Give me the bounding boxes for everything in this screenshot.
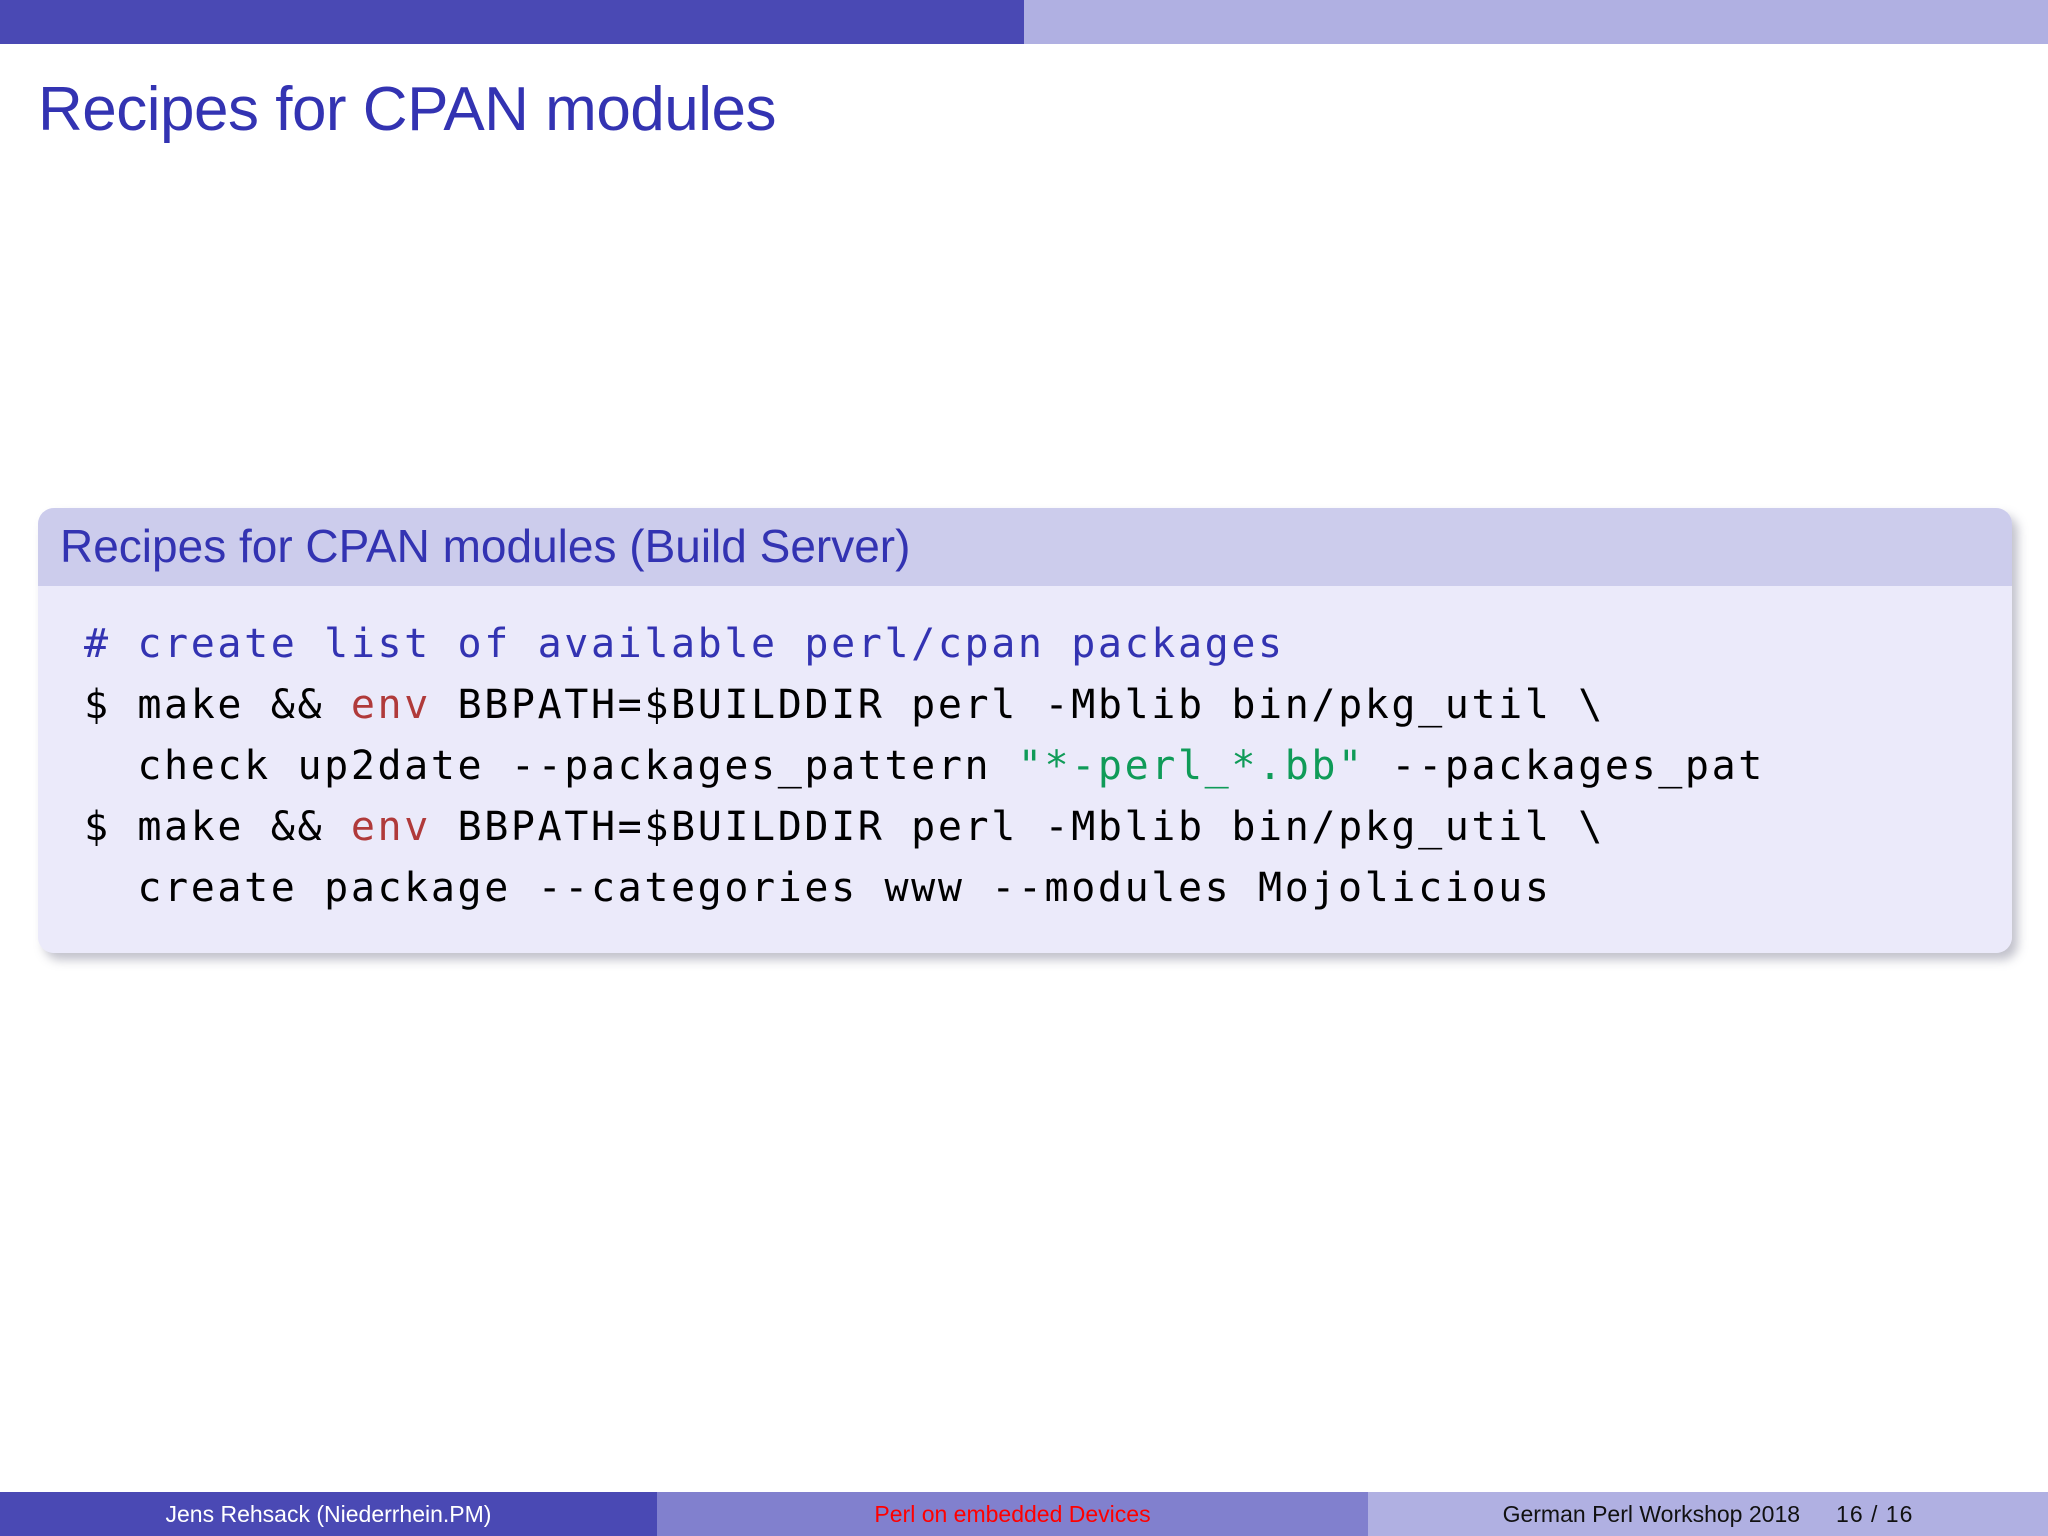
footer-page-number: 16 / 16 <box>1836 1500 1914 1527</box>
top-decoration-bar <box>0 0 2048 44</box>
line-3-check-continuation: check up2date --packages_pattern "*-perl… <box>38 736 2012 797</box>
code-segment: $ make && <box>84 804 351 851</box>
footer-subject-text: Perl on embedded Devices <box>874 1500 1151 1527</box>
code-segment: check up2date --packages_pattern <box>84 743 1018 790</box>
footer-meta-section: German Perl Workshop 2018 16 / 16 <box>1368 1492 2048 1536</box>
line-4-make-create: $ make && env BBPATH=$BUILDDIR perl -Mbl… <box>38 797 2012 858</box>
code-segment: "*-perl_*.bb" <box>1017 743 1365 790</box>
content-block: Recipes for CPAN modules (Build Server) … <box>38 508 2012 954</box>
top-bar-right-segment <box>1024 0 2048 44</box>
footer-author-section: Jens Rehsack (Niederrhein.PM) <box>0 1492 657 1536</box>
page-title: Recipes for CPAN modules <box>38 75 777 144</box>
footer-event-text: German Perl Workshop 2018 <box>1502 1500 1801 1527</box>
code-segment: # create list of available perl/cpan pac… <box>84 621 1285 668</box>
line-5-create-continuation: create package --categories www --module… <box>38 858 2012 919</box>
code-segment: create package --categories www --module… <box>84 865 1552 912</box>
code-segment: $ make && <box>84 682 351 729</box>
line-1-comment: # create list of available perl/cpan pac… <box>38 614 2012 675</box>
footer-subject-section: Perl on embedded Devices <box>657 1492 1368 1536</box>
code-segment: env <box>350 804 431 851</box>
line-2-make-check: $ make && env BBPATH=$BUILDDIR perl -Mbl… <box>38 675 2012 736</box>
code-segment: BBPATH=$BUILDDIR perl -Mblib bin/pkg_uti… <box>430 804 1605 851</box>
top-bar-left-segment <box>0 0 1024 44</box>
code-segment: BBPATH=$BUILDDIR perl -Mblib bin/pkg_uti… <box>430 682 1605 729</box>
code-segment: env <box>350 682 431 729</box>
slide-footer: Jens Rehsack (Niederrhein.PM) Perl on em… <box>0 1492 2048 1536</box>
code-segment: --packages_pat <box>1364 743 1765 790</box>
block-title: Recipes for CPAN modules (Build Server) <box>38 508 2012 587</box>
footer-author-text: Jens Rehsack (Niederrhein.PM) <box>165 1500 492 1527</box>
code-block: # create list of available perl/cpan pac… <box>38 586 2012 954</box>
